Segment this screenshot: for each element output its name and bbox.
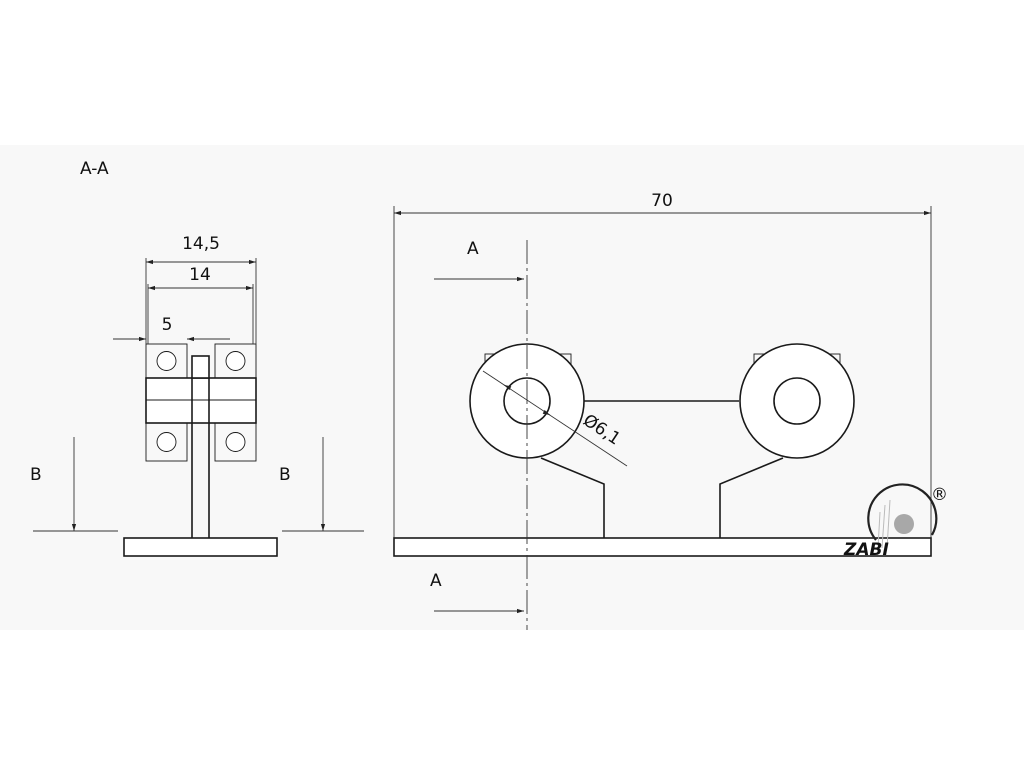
- section-view: 14,5 14 5 B B: [30, 234, 364, 557]
- cut-label-a-bottom: A: [430, 571, 442, 591]
- dimension-5: 5: [113, 315, 230, 342]
- bearing-bottom-left: [145, 422, 188, 462]
- dimension-14-5: 14,5: [145, 234, 257, 344]
- logo-wordmark: ZABI: [843, 540, 889, 560]
- section-title: A-A: [80, 159, 109, 179]
- bearing-bottom-right: [214, 422, 257, 462]
- dimension-14-label: 14: [189, 265, 211, 285]
- side-base-plate: [393, 537, 932, 557]
- dimension-5-label: 5: [162, 315, 173, 335]
- cut-line-b-right: B: [279, 437, 364, 532]
- side-view: 70 A: [393, 191, 932, 630]
- dimension-14: 14: [147, 265, 254, 344]
- hole-diameter-label: Ø6,1: [579, 410, 624, 449]
- section-base-plate: [123, 537, 278, 557]
- dimension-70-label: 70: [651, 191, 673, 211]
- cut-line-a-bottom: A: [430, 571, 524, 614]
- cut-label-b-left: B: [30, 465, 42, 485]
- logo-accent-dot: [894, 514, 914, 534]
- cut-line-a-top: A: [434, 239, 524, 282]
- axle-block: [145, 377, 257, 424]
- bearing-top-left: [145, 343, 188, 379]
- right-wheel: [739, 343, 855, 459]
- cut-label-b-right: B: [279, 465, 291, 485]
- logo-swoosh: [867, 483, 938, 541]
- web-top: [191, 355, 210, 379]
- logo-registered-mark: ®: [931, 485, 948, 505]
- cut-label-a-top: A: [467, 239, 479, 259]
- zabi-logo: ZABI ®: [843, 483, 948, 560]
- dimension-14-5-label: 14,5: [182, 234, 220, 254]
- body-left-leg: [540, 457, 605, 538]
- cut-line-b-left: B: [30, 437, 118, 532]
- body-right-leg: [719, 457, 784, 538]
- bearing-top-right: [214, 343, 257, 379]
